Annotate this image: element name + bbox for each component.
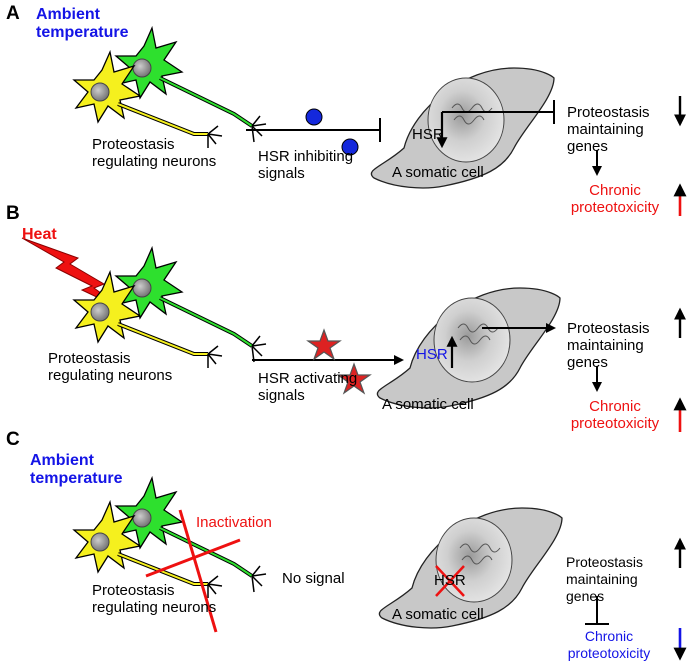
genes-label: Proteostasis maintaining genes <box>567 320 650 371</box>
hsr-label: HSR <box>434 572 466 589</box>
condition-label: Heat <box>22 226 57 243</box>
genes-label: Proteostasis maintaining genes <box>567 104 650 155</box>
neuron-pair-icon <box>72 26 268 150</box>
panel-letter: A <box>6 3 20 24</box>
signal-dot-icon <box>341 138 359 156</box>
cross-out-icon <box>145 509 241 633</box>
condition-label: Ambient temperature <box>30 452 123 487</box>
signal-label: HSR inhibiting signals <box>258 148 354 182</box>
outcome-label: Chronic proteotoxicity <box>567 628 651 661</box>
genes-label: Proteostasis maintaining genes <box>566 554 644 604</box>
star-icon <box>306 328 342 361</box>
signal-label: No signal <box>282 570 345 587</box>
outcome-label: Chronic proteotoxicity <box>570 398 660 432</box>
somatic-cell-icon <box>376 287 561 409</box>
outcome-label: Chronic proteotoxicity <box>570 182 660 216</box>
neurons-label: Proteostasis regulating neurons <box>92 136 217 170</box>
neuron-pair-icon <box>72 476 268 600</box>
panel-letter: C <box>6 429 20 450</box>
inactivation-label: Inactivation <box>196 514 272 531</box>
condition-label: Ambient temperature <box>36 6 129 41</box>
neurons-label: Proteostasis regulating neurons <box>48 350 173 384</box>
signal-dot-icon <box>305 108 323 126</box>
cell-label: A somatic cell <box>392 164 484 181</box>
star-icon <box>336 362 372 395</box>
cell-label: A somatic cell <box>382 396 474 413</box>
neurons-label: Proteostasis regulating neurons <box>92 582 217 616</box>
hsr-label: HSR <box>416 346 448 363</box>
cross-out-icon <box>435 565 465 597</box>
cell-label: A somatic cell <box>392 606 484 623</box>
panel-letter: B <box>6 203 20 224</box>
signal-label: HSR activating signals <box>258 370 358 404</box>
hsr-label: HSR <box>412 126 444 143</box>
